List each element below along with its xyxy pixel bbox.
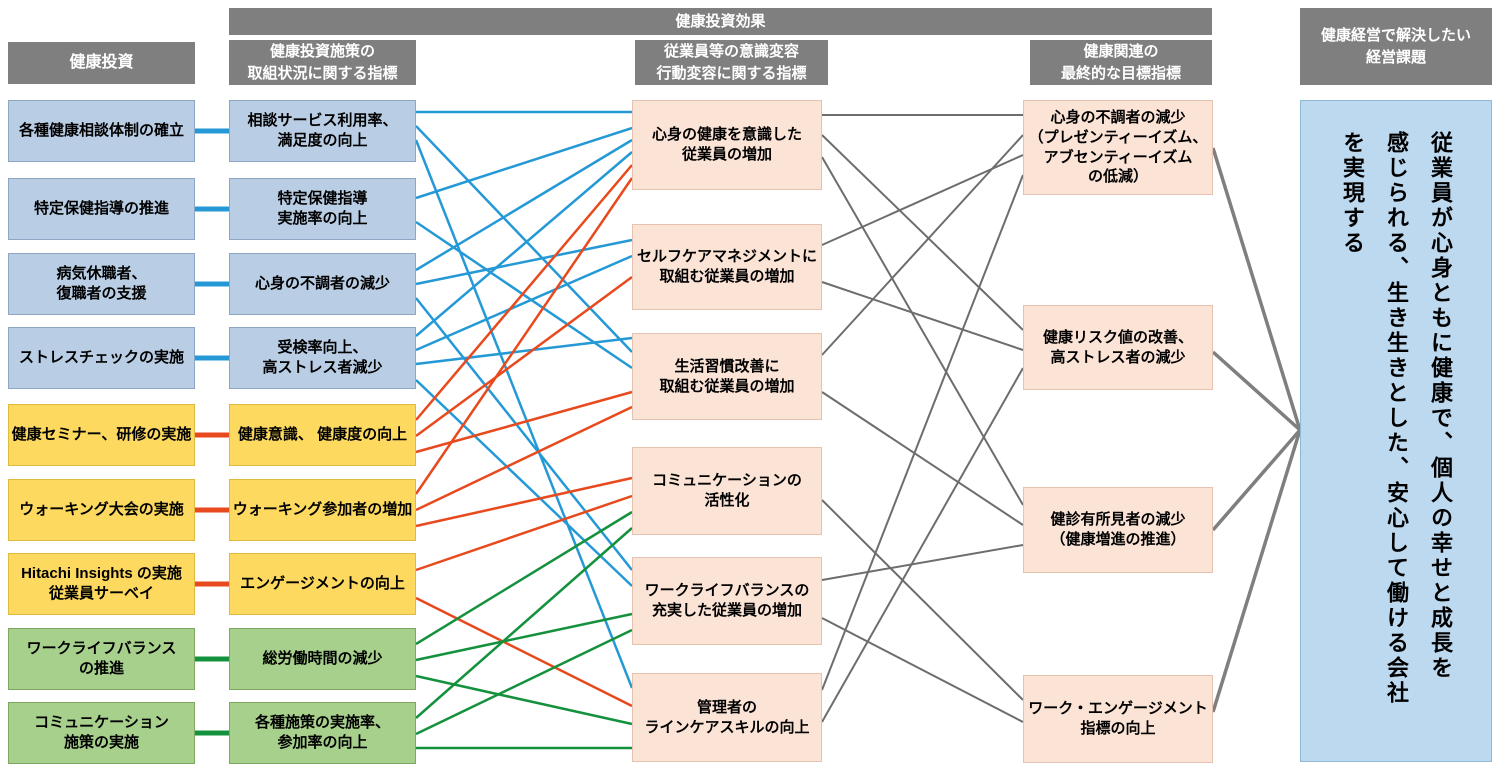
process-indicator-box-3: 心身の不調者の減少 <box>229 253 416 315</box>
header-goal-indicator-column: 健康関連の 最終的な目標指標 <box>1030 40 1212 85</box>
process-indicator-box-4: 受検率向上、 高ストレス者減少 <box>229 327 416 389</box>
goal-indicator-box-1: 心身の不調者の減少 （プレゼンティーイズム、 アブセンティーイズム の低減） <box>1023 100 1213 195</box>
process-indicator-box-2: 特定保健指導 実施率の向上 <box>229 178 416 240</box>
investment-box-3: 病気休職者、 復職者の支援 <box>8 253 195 315</box>
investment-box-1: 各種健康相談体制の確立 <box>8 100 195 162</box>
investment-box-4: ストレスチェックの実施 <box>8 327 195 389</box>
vision-statement: 従業員が心身ともに健康で、個人の幸せと成長を 感じられる、生き生きとした、安心し… <box>1340 131 1453 706</box>
investment-box-2: 特定保健指導の推進 <box>8 178 195 240</box>
behavior-indicator-box-4: コミュニケーションの 活性化 <box>632 447 822 535</box>
header-process-indicator-column: 健康投資施策の 取組状況に関する指標 <box>229 40 416 85</box>
banner-health-investment-effect: 健康投資効果 <box>229 8 1212 35</box>
header-behavior-indicator-column: 従業員等の意識変容 行動変容に関する指標 <box>635 40 828 85</box>
behavior-indicator-box-6: 管理者の ラインケアスキルの向上 <box>632 673 822 762</box>
process-indicator-box-8: 総労働時間の減少 <box>229 628 416 690</box>
vision-panel: 従業員が心身ともに健康で、個人の幸せと成長を 感じられる、生き生きとした、安心し… <box>1300 100 1492 762</box>
process-indicator-box-5: 健康意識、 健康度の向上 <box>229 404 416 466</box>
investment-box-9: コミュニケーション 施策の実施 <box>8 702 195 764</box>
goal-indicator-box-4: ワーク・エンゲージメント 指標の向上 <box>1023 675 1213 763</box>
process-indicator-box-7: エンゲージメントの向上 <box>229 553 416 615</box>
behavior-indicator-box-1: 心身の健康を意識した 従業員の増加 <box>632 100 822 190</box>
goal-indicator-box-3: 健診有所見者の減少 （健康増進の推進） <box>1023 487 1213 573</box>
process-indicator-box-9: 各種施策の実施率、 参加率の向上 <box>229 702 416 764</box>
header-management-issue: 健康経営で解決したい 経営課題 <box>1300 8 1492 85</box>
process-indicator-box-6: ウォーキング参加者の増加 <box>229 479 416 541</box>
header-investment-column: 健康投資 <box>8 42 195 84</box>
behavior-indicator-box-3: 生活習慣改善に 取組む従業員の増加 <box>632 333 822 420</box>
investment-box-8: ワークライフバランス の推進 <box>8 628 195 690</box>
investment-box-7: Hitachi Insights の実施 従業員サーベイ <box>8 553 195 615</box>
investment-box-5: 健康セミナー、研修の実施 <box>8 404 195 466</box>
goal-indicator-box-2: 健康リスク値の改善、 高ストレス者の減少 <box>1023 305 1213 390</box>
behavior-indicator-box-5: ワークライフバランスの 充実した従業員の増加 <box>632 557 822 645</box>
process-indicator-box-1: 相談サービス利用率、 満足度の向上 <box>229 100 416 162</box>
investment-box-6: ウォーキング大会の実施 <box>8 479 195 541</box>
behavior-indicator-box-2: セルフケアマネジメントに 取組む従業員の増加 <box>632 224 822 310</box>
